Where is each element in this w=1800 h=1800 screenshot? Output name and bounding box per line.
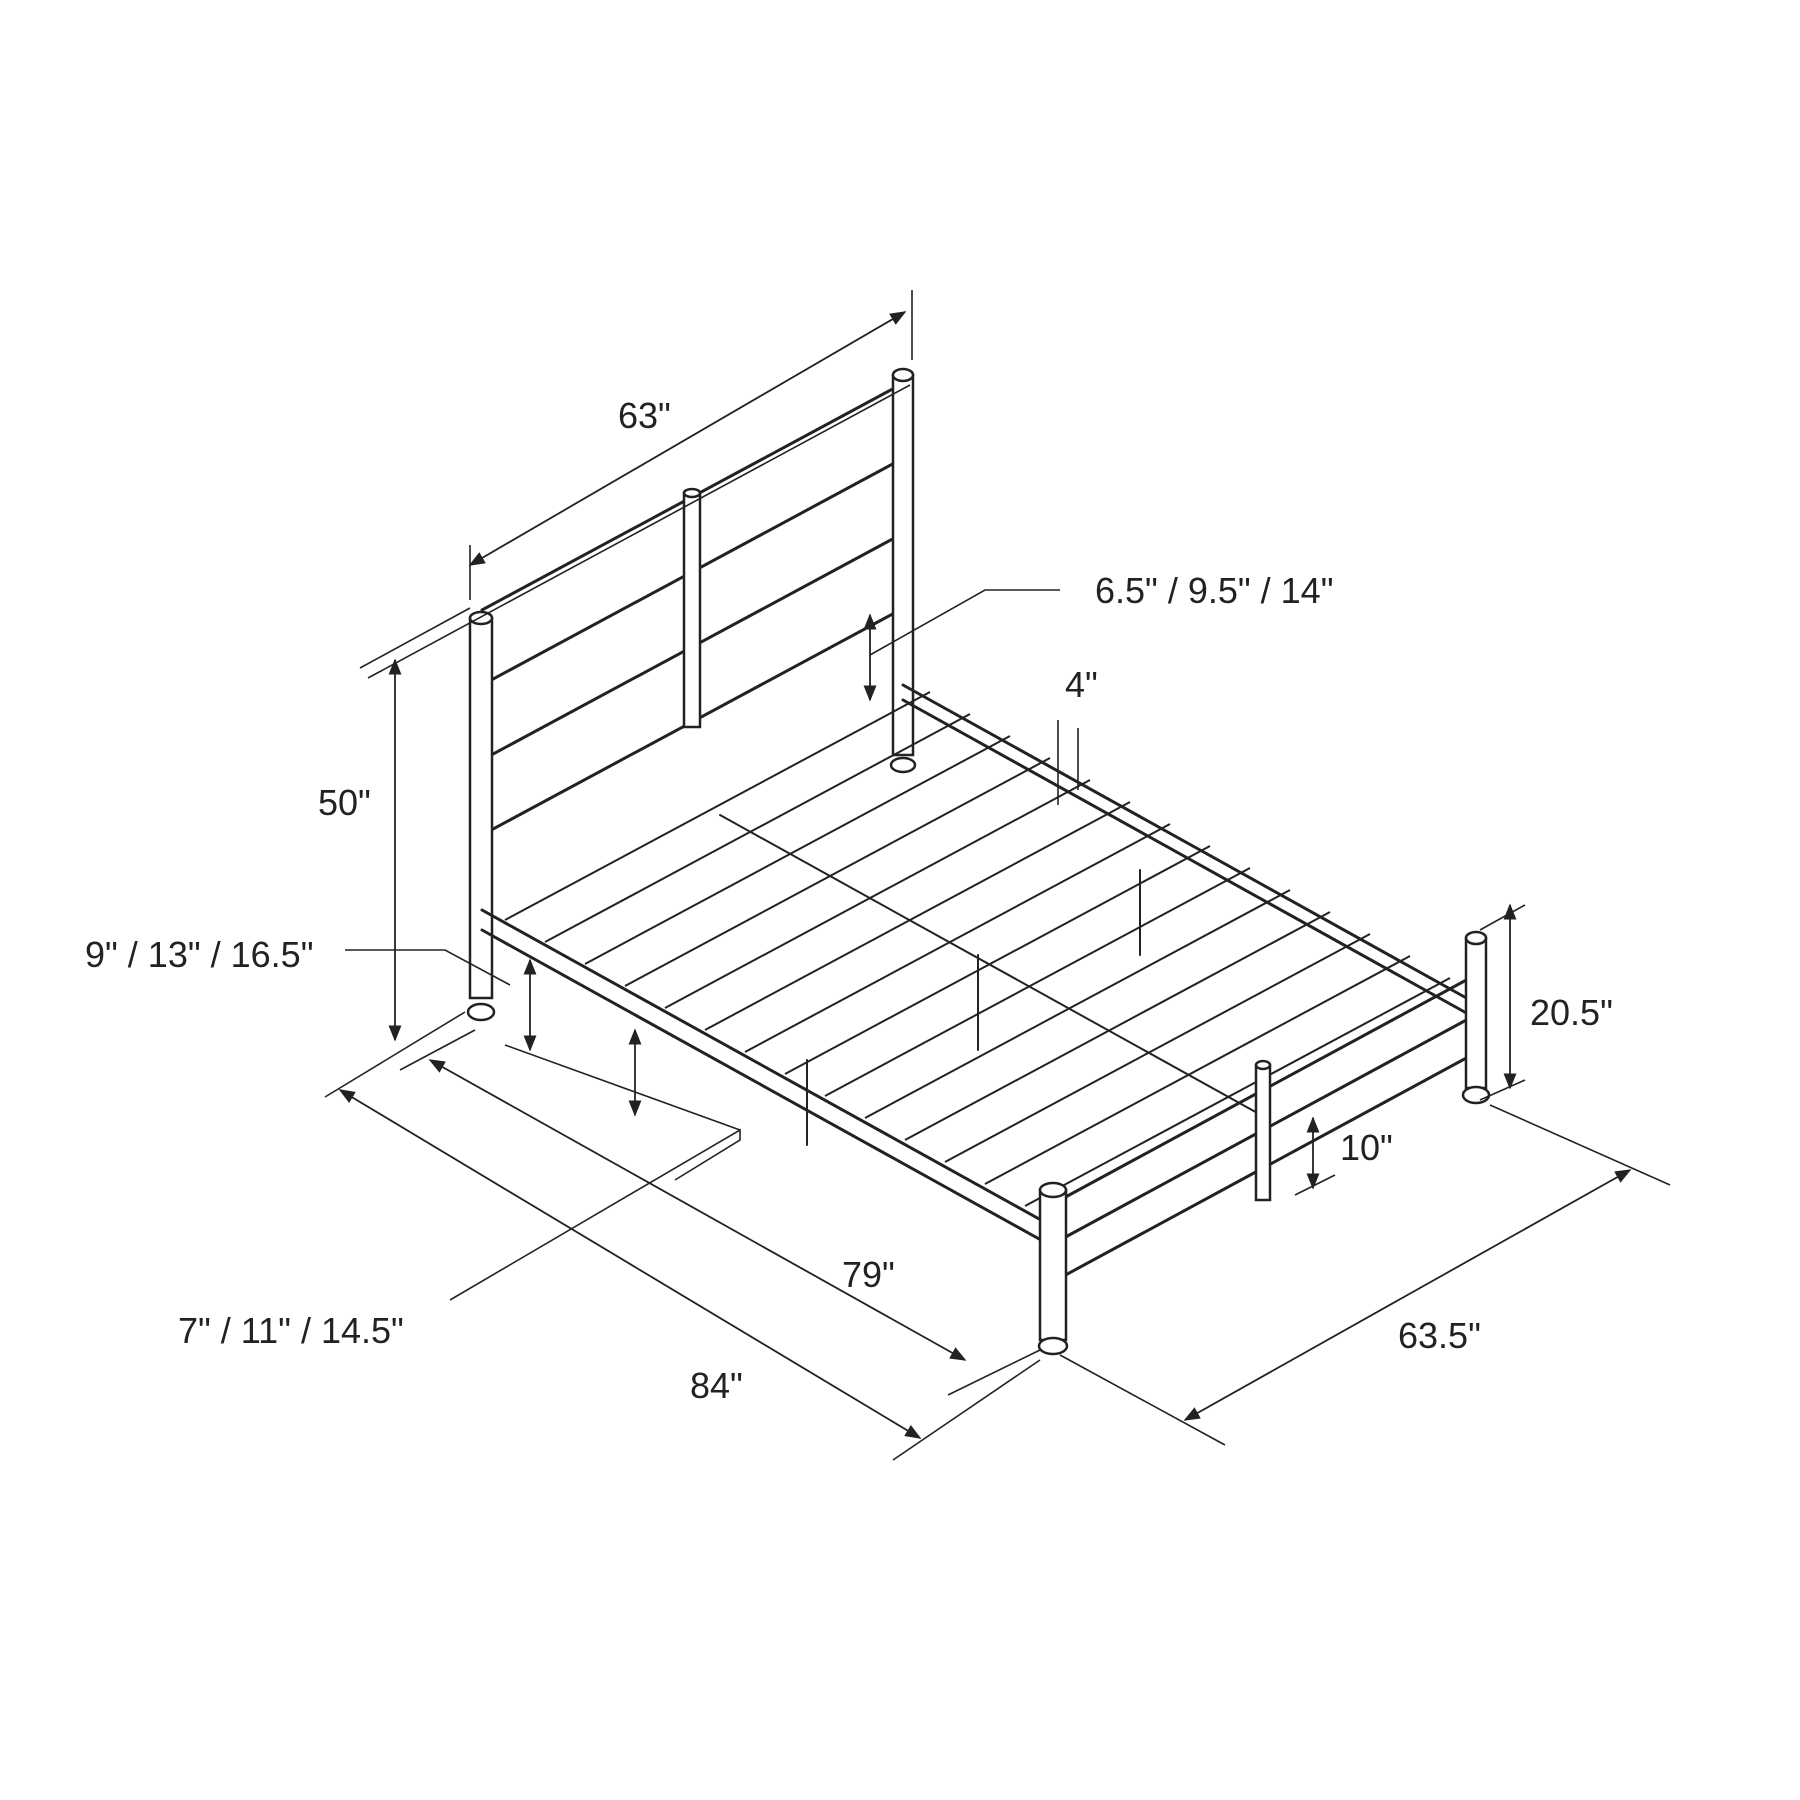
headboard-right-cap	[891, 367, 915, 383]
overall-width-dim	[1183, 1169, 1632, 1421]
slats	[504, 691, 1451, 1207]
slat	[784, 845, 1211, 1075]
inner-length-ext-2	[947, 1349, 1041, 1396]
headboard-width-dim	[468, 311, 907, 566]
slat	[824, 867, 1251, 1097]
overall-width-label: 63.5"	[1398, 1315, 1481, 1356]
inner-length-label: 79"	[842, 1254, 895, 1295]
slat	[944, 933, 1371, 1163]
slat-clearance-leader	[869, 589, 1060, 656]
headboard-left-post	[468, 616, 494, 1000]
under-bed-leader	[449, 1128, 741, 1301]
headboard-height-ext-top	[359, 607, 471, 669]
footboard-center-post	[1254, 1063, 1272, 1202]
footboard-right-foot	[1461, 1085, 1491, 1105]
overall-length-ext-2	[892, 1359, 1041, 1461]
footboard-clearance-label: 10"	[1340, 1127, 1393, 1168]
dimension-labels: 63" 50" 9" / 13" / 16.5" 6.5" / 9.5" / 1…	[85, 395, 1613, 1406]
side-rail-heights-label: 9" / 13" / 16.5"	[85, 934, 313, 975]
inner-length-dim	[428, 1059, 967, 1361]
slat	[544, 713, 971, 943]
headboard-height-label: 50"	[318, 782, 371, 823]
headboard-left-foot	[466, 1002, 496, 1022]
slat	[584, 735, 1011, 965]
headboard-right-post	[891, 373, 915, 757]
right-side-rail	[901, 683, 1472, 1002]
footboard-left-foot	[1037, 1336, 1069, 1356]
inner-length-ext-1	[399, 1029, 476, 1071]
overall-width-ext-1	[1059, 1354, 1226, 1446]
overall-width-ext-2	[1489, 1104, 1671, 1186]
headboard-width-label: 63"	[618, 395, 671, 436]
headboard	[466, 367, 917, 1022]
slat	[1024, 977, 1451, 1207]
overall-length-label: 84"	[690, 1365, 743, 1406]
slat-spacing-label: 4"	[1065, 664, 1098, 705]
footboard-clearance-ext	[1294, 1174, 1336, 1196]
under-bed-leader-2	[504, 1044, 741, 1131]
footboard-right-post	[1464, 936, 1488, 1090]
slat	[864, 889, 1291, 1119]
dimension-lines	[324, 290, 1671, 1461]
slat	[624, 757, 1051, 987]
bed-frame	[466, 367, 1491, 1356]
footboard-right-cap	[1464, 930, 1488, 946]
slat	[904, 911, 1331, 1141]
slat	[664, 779, 1091, 1009]
headboard-right-foot	[889, 756, 917, 774]
headboard-center-cap	[682, 487, 702, 499]
slat	[984, 955, 1411, 1185]
slat	[504, 691, 931, 921]
footboard-left-post	[1038, 1188, 1068, 1342]
footboard-left-cap	[1038, 1181, 1068, 1199]
under-bed-heights-label: 7" / 11" / 14.5"	[178, 1310, 404, 1351]
overall-length-ext-1	[324, 1011, 466, 1098]
overall-length-dim	[338, 1089, 922, 1439]
side-rail-height-leader	[345, 949, 511, 986]
slat	[744, 823, 1171, 1053]
footboard-height-ext-bottom	[1479, 1079, 1526, 1101]
center-support-rail	[719, 814, 1271, 1121]
slat	[704, 801, 1131, 1031]
footboard-center-cap	[1254, 1059, 1272, 1071]
headboard-left-cap	[468, 610, 494, 626]
footboard	[1037, 930, 1491, 1356]
side-rails	[480, 683, 1472, 1247]
headboard-center-post	[682, 491, 702, 729]
footboard-height-ext-top	[1479, 904, 1526, 931]
slat-clearance-label: 6.5" / 9.5" / 14"	[1095, 570, 1333, 611]
footboard-height-label: 20.5"	[1530, 992, 1613, 1033]
